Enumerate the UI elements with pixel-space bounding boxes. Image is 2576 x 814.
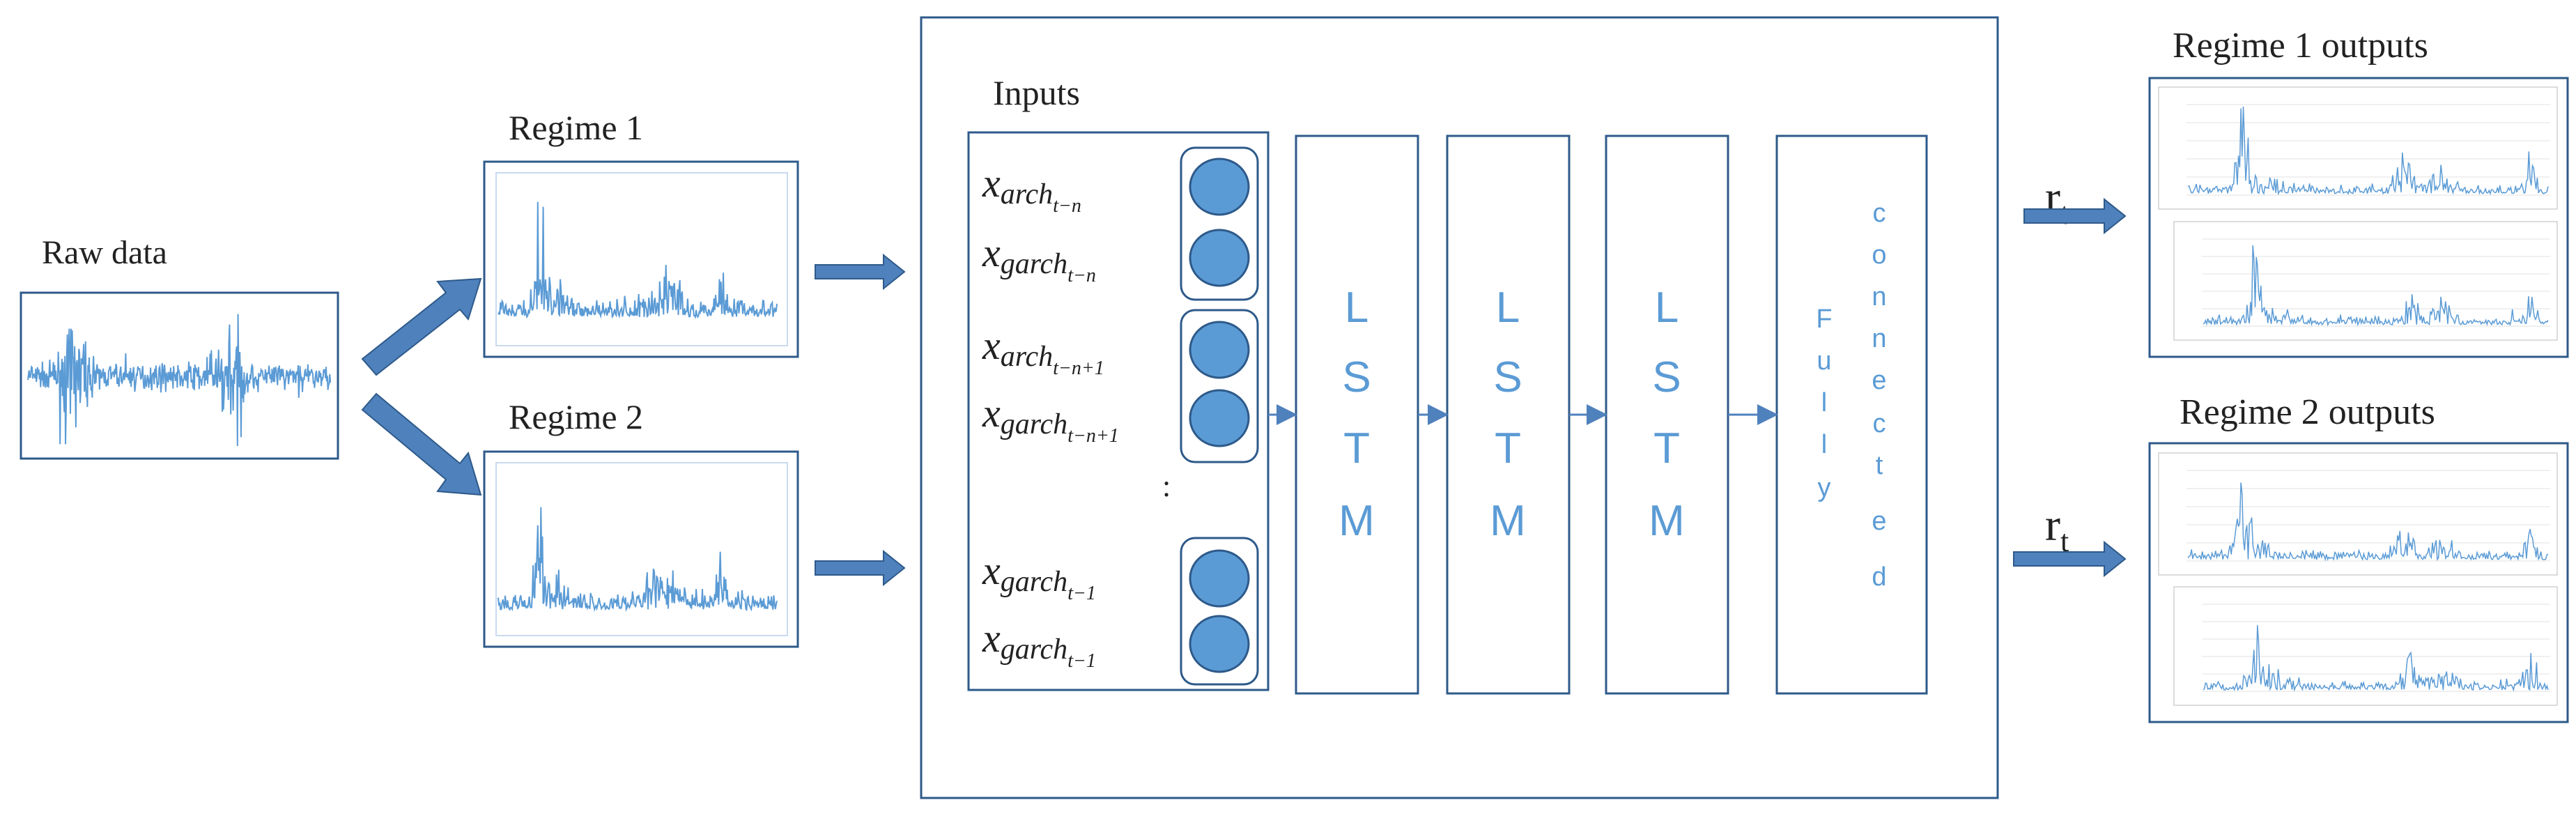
regime1-label: Regime 1 <box>509 108 643 147</box>
regime2-label: Regime 2 <box>509 397 643 436</box>
regime2-to-model-arrow <box>815 549 906 587</box>
fully-connected-box <box>1775 135 1928 695</box>
regime1-inner-frame <box>495 172 788 346</box>
input-label-3: xarcht−n+1 <box>982 323 1104 379</box>
lstm-layer-2-box <box>1446 135 1571 695</box>
lstm2-letter-M: M <box>1490 497 1526 545</box>
input-group-1 <box>1180 146 1259 301</box>
signal-trace <box>27 314 332 447</box>
signal-trace <box>2187 106 2549 196</box>
fc-right-4: e <box>1872 366 1886 395</box>
lstm1-letter-L: L <box>1345 284 1368 332</box>
inputs-label: Inputs <box>993 73 1080 112</box>
signal-trace <box>498 507 778 613</box>
input-node-3 <box>1189 321 1250 379</box>
input-label-4: xgarcht−n+1 <box>982 390 1119 447</box>
regime1-signal <box>498 201 778 319</box>
fc-right-7: e <box>1872 507 1886 536</box>
lstm3-letter-M: M <box>1649 497 1685 545</box>
signal-trace <box>498 201 778 319</box>
regime1-output-charts <box>2158 86 2558 341</box>
signal-trace <box>2203 245 2549 327</box>
regime2-signal <box>498 507 778 613</box>
input-node-1 <box>1189 158 1250 216</box>
fc-left-3: l <box>1821 430 1827 459</box>
regime2-output-arrow <box>2013 540 2127 578</box>
lstm1-letter-T: T <box>1343 424 1370 473</box>
fc-right-2: n <box>1872 282 1886 312</box>
svg-text:xarcht−n+1: xarcht−n+1 <box>982 323 1104 379</box>
fc-left-4: y <box>1818 473 1831 502</box>
regime2-outputs-label: Regime 2 outputs <box>2180 392 2435 432</box>
svg-text:xgarcht−1: xgarcht−1 <box>982 548 1096 604</box>
regime2-box <box>483 450 799 648</box>
lstm-layer-3-box <box>1605 135 1729 695</box>
raw-data-signal <box>27 314 332 447</box>
input-label-6: xgarcht−1 <box>982 615 1096 672</box>
lstm-layer-1-box <box>1295 135 1419 695</box>
regime1-box <box>483 160 799 358</box>
lstm2-letter-T: T <box>1495 424 1521 473</box>
fc-right-5: c <box>1873 409 1886 438</box>
fc-right-6: t <box>1876 451 1883 480</box>
input-node-2 <box>1189 229 1250 287</box>
fc-right-0: c <box>1873 199 1886 228</box>
mini-chart-frame <box>2158 86 2558 210</box>
lstm2-letter-S: S <box>1493 353 1522 401</box>
raw-data-label: Raw data <box>42 234 167 271</box>
ellipsis-colon: : <box>1162 469 1171 503</box>
input-group-2 <box>1180 309 1259 463</box>
regime2-rt-label: rt <box>2045 500 2069 558</box>
fc-left-1: u <box>1817 346 1831 376</box>
regime1-to-model-arrow <box>815 253 906 291</box>
svg-text:xarcht−n: xarcht−n <box>982 160 1081 217</box>
regime1-outputs-label: Regime 1 outputs <box>2173 26 2428 66</box>
regime1-output-arrow <box>2023 197 2127 235</box>
lstm1-letter-M: M <box>1339 497 1375 545</box>
lstm1-letter-S: S <box>1342 353 1371 401</box>
fc-left-0: F <box>1816 305 1832 334</box>
fully-connected-label: F u l l y c o n n e c t e d <box>1816 199 1886 592</box>
split-arrow-down <box>361 392 482 496</box>
split-arrow-up <box>361 277 482 376</box>
input-label-1: xarcht−n <box>982 160 1081 217</box>
lstm3-letter-T: T <box>1653 424 1680 473</box>
svg-text:xgarcht−n+1: xgarcht−n+1 <box>982 390 1119 447</box>
fc-left-2: l <box>1821 388 1827 417</box>
svg-text:xgarcht−1: xgarcht−1 <box>982 615 1096 672</box>
lstm2-letter-L: L <box>1496 284 1520 332</box>
fc-right-1: o <box>1872 240 1886 270</box>
fc-right-8: d <box>1872 562 1886 592</box>
svg-text:xgarcht−n: xgarcht−n <box>982 230 1096 286</box>
input-label-5: xgarcht−1 <box>982 548 1096 604</box>
input-label-2: xgarcht−n <box>982 230 1096 286</box>
signal-trace <box>2203 625 2549 692</box>
input-node-6 <box>1189 615 1250 673</box>
regime2-inner-frame <box>495 462 788 636</box>
input-node-5 <box>1189 549 1250 608</box>
input-group-3 <box>1180 537 1259 686</box>
lstm3-letter-S: S <box>1652 353 1681 401</box>
fc-right-3: n <box>1872 324 1886 353</box>
lstm3-letter-L: L <box>1655 284 1679 332</box>
regime2-output-charts <box>2158 452 2558 706</box>
input-node-4 <box>1189 389 1250 447</box>
signal-trace <box>2187 482 2549 562</box>
